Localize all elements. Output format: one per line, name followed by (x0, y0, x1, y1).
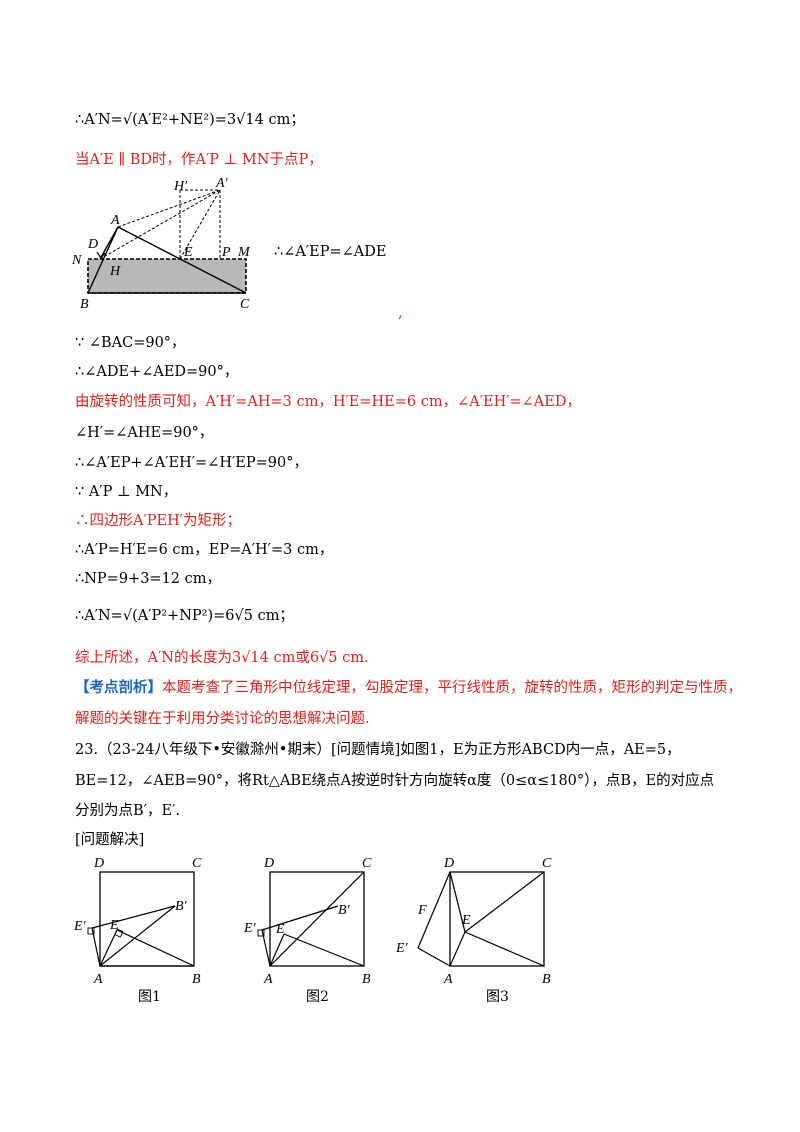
label-e: E (275, 922, 285, 937)
label-b-prime: B′ (338, 903, 351, 918)
label-a-prime: A′ (215, 176, 229, 191)
text-line-15: 解题的关键在于利用分类讨论的思想解决问题. (75, 711, 370, 727)
segment-ab (87, 226, 119, 294)
dashed-a-aprime (117, 189, 221, 228)
dashed-e-aprime (179, 189, 221, 260)
text-line-1: ∴A′N=√(A′E²+NE²)=3√14 cm； (75, 112, 305, 128)
analysis-text: 本题考查了三角形中位线定理，勾股定理，平行线性质，旋转的性质，矩形的判定与性质， (162, 680, 742, 696)
text-line-9: ∴四边形A′PEH′为矩形； (75, 513, 242, 529)
figure-3: D C F E E′ A B (395, 856, 552, 987)
label-a: A (443, 972, 453, 987)
segment-ae (449, 931, 466, 967)
label-a: A (263, 972, 273, 987)
shaded-rectangle (87, 258, 247, 294)
text-line-14: 【考点剖析】本题考查了三角形中位线定理，勾股定理，平行线性质，旋转的性质，矩形的… (75, 678, 742, 698)
label-b: B (80, 297, 89, 312)
segment-eb (116, 929, 195, 967)
figure-1-caption: 图1 (138, 989, 161, 1005)
right-angle-mark-e-prime (87, 927, 95, 935)
right-angle-mark-e (114, 928, 124, 938)
label-d: D (443, 856, 454, 871)
label-b: B (362, 972, 371, 987)
segment-ab-prime (99, 905, 176, 967)
analysis-tag: 【考点剖析】 (75, 679, 162, 696)
text-line-11: ∴NP=9+3=12 cm， (75, 571, 221, 587)
label-d: D (93, 856, 104, 871)
text-line-6: ∠H′=∠AHE=90°， (75, 425, 214, 441)
figure-2-caption: 图2 (306, 989, 329, 1005)
label-h-prime: H′ (173, 179, 188, 194)
segment-ae (269, 933, 285, 967)
problem-23-condition: BE=12，∠AEB=90°，将Rt△ABE绕点A按逆时针方向旋转α度（0≤α≤… (75, 773, 715, 789)
label-f: F (417, 903, 427, 918)
label-b: B (192, 972, 201, 987)
label-d: D (263, 856, 274, 871)
problem-23-intro: 23.（23-24八年级下•安徽滁州•期末）[问题情境]如图1，E为正方形ABC… (75, 742, 681, 758)
label-c: C (542, 856, 552, 871)
segment-ae-prime (261, 929, 271, 967)
label-d: D (87, 237, 98, 252)
label-c: C (362, 856, 372, 871)
label-c: C (240, 297, 250, 312)
label-b-prime: B′ (175, 899, 188, 914)
segment-ec (464, 871, 545, 933)
label-a: A (110, 213, 120, 228)
rotation-rectangle-figure: H′ A′ A D N H E P M B C (71, 176, 251, 312)
text-line-8: ∵ A′P ⊥ MN， (75, 484, 178, 500)
text-line-12: ∴A′N=√(A′P²+NP²)=6√5 cm； (75, 608, 294, 624)
text-line-3: ∵ ∠BAC=90°， (75, 335, 186, 351)
segment-eb (464, 931, 545, 967)
square-abcd (269, 871, 365, 967)
label-m: M (237, 245, 251, 260)
text-line-4: ∴∠ADE+∠AED=90°， (75, 364, 239, 380)
text-line-10: ∴A′P=H′E=6 cm，EP=A′H′=3 cm， (75, 542, 334, 558)
segment-e-prime-b-prime (261, 905, 339, 931)
label-e-prime: E′ (395, 941, 409, 956)
label-a: A (93, 972, 103, 987)
figure-2: D C E′ E B′ A B (243, 856, 372, 987)
problem-23-correspondence: 分别为点B′，E′. (75, 803, 180, 819)
label-h: H (109, 264, 121, 279)
segment-ad (99, 226, 119, 260)
segment-e-prime-b-prime (91, 905, 176, 929)
segment-eb (283, 933, 365, 967)
dashed-n-aprime (99, 189, 221, 260)
label-e: E (183, 245, 193, 260)
text-line-7: ∴∠A′EP+∠A′EH′=∠H′EP=90°， (75, 455, 308, 471)
angle-equality-statement: ∴∠A′EP=∠ADE (274, 244, 387, 260)
right-angle-mark-e-prime (257, 929, 265, 937)
label-e-prime: E′ (243, 921, 257, 936)
figure-1: D C E′ E B′ A B (73, 856, 202, 987)
text-line-13: 综上所述，A′N的长度为3√14 cm或6√5 cm. (75, 650, 369, 666)
label-e: E (461, 913, 471, 928)
label-n: N (71, 253, 82, 268)
problem-solving-heading: [问题解决] (75, 832, 145, 848)
segment-e-prime-d (417, 871, 451, 949)
text-line-5: 由旋转的性质可知，A′H′=AH=3 cm，H′E=HE=6 cm，∠A′EH′… (75, 394, 581, 410)
label-c: C (192, 856, 202, 871)
segment-ac (269, 871, 365, 967)
text-line-2: 当A′E ∥ BD时，作A′P ⊥ MN于点P， (75, 152, 323, 168)
segment-ae-prime (417, 947, 451, 967)
segment-ae (99, 929, 118, 967)
label-e: E (109, 918, 119, 933)
label-e-prime: E′ (73, 919, 87, 934)
figure-3-caption: 图3 (486, 989, 509, 1005)
label-p: P (221, 245, 231, 260)
label-b: B (542, 972, 551, 987)
segment-ed (449, 871, 466, 933)
trailing-comma: , (398, 305, 403, 321)
square-abcd (449, 871, 545, 967)
segment-ac (117, 226, 247, 294)
